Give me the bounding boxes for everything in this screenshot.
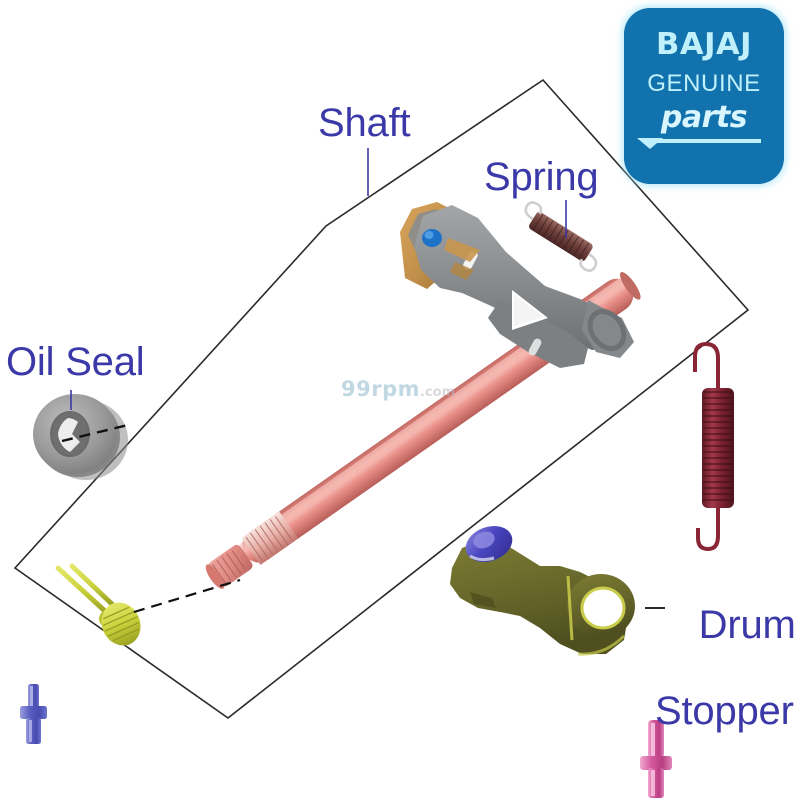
watermark: 99rpm.com [341,377,455,401]
small-return-spring [524,201,598,272]
watermark-text: 99rpm [341,377,420,401]
oil-seal-ring [33,394,128,480]
label-spring: Spring [484,155,599,199]
clip-to-shaft-dashed [133,578,241,614]
label-drum-stopper: Drum Stopper [655,563,796,800]
label-drum-stopper-line1: Drum [698,602,796,647]
watermark-suffix: .com [420,385,456,400]
drum-stopper-roller-icon [465,526,513,562]
label-shaft: Shaft [318,101,411,145]
drum-stopper-arm [450,526,635,656]
logo-brand-text: BAJAJ [655,27,753,62]
logo-genuine-text: GENUINE [647,70,761,97]
logo-underline-rule [637,138,761,149]
gear-shift-arm [400,202,634,368]
large-return-spring [693,341,734,552]
torsion-clip-spring [55,563,141,646]
pink-dowel-pin [640,720,672,798]
blue-dowel-pin [20,684,47,744]
label-oil-seal: Oil Seal [6,340,145,384]
oil-seal-axis-dashed [61,422,133,443]
bajaj-genuine-parts-logo[interactable]: BAJAJ GENUINE parts [624,8,784,184]
logo-parts-text: parts [660,100,748,135]
label-drum-stopper-line2: Stopper [655,688,794,733]
